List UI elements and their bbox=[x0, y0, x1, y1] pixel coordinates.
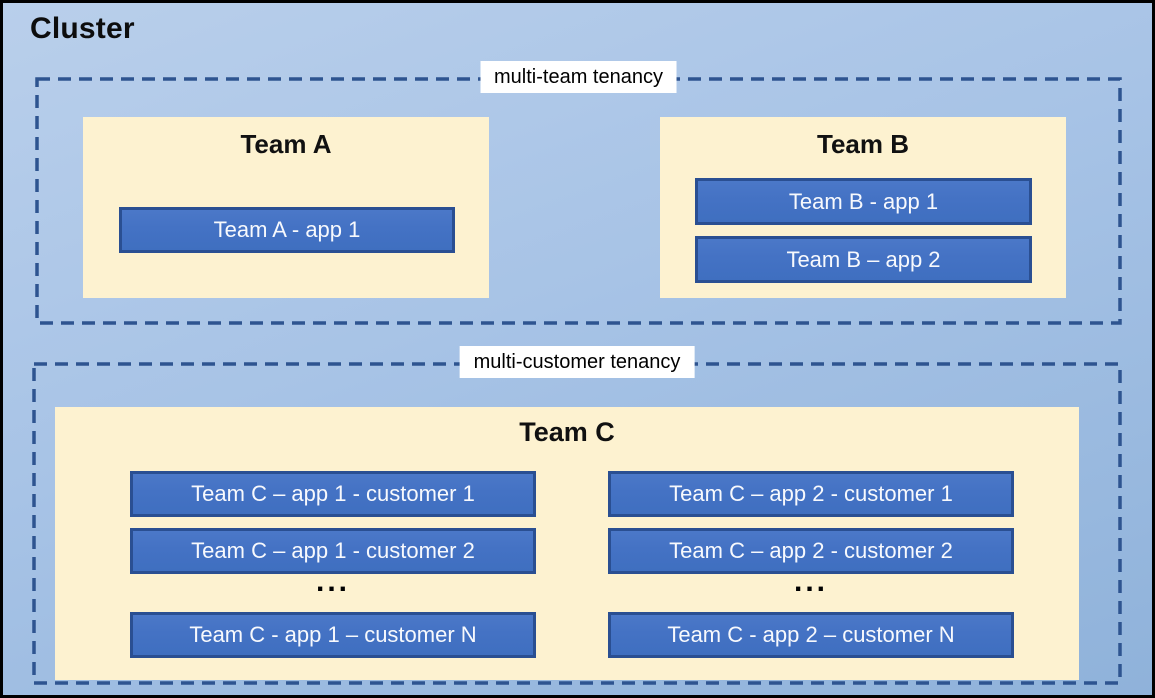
team-c-panel: Team C Team C – app 1 - customer 1 Team … bbox=[55, 407, 1079, 680]
team-c-app1-customer2-box: Team C – app 1 - customer 2 bbox=[130, 528, 536, 574]
team-c-app1-customerN-box: Team C - app 1 – customer N bbox=[130, 612, 536, 658]
team-a-title: Team A bbox=[240, 129, 332, 159]
team-c-app2-customer2-box: Team C – app 2 - customer 2 bbox=[608, 528, 1014, 574]
team-a-panel: Team A Team A - app 1 bbox=[83, 117, 489, 298]
cluster-title: Cluster bbox=[30, 12, 135, 45]
team-c-title: Team C bbox=[519, 417, 615, 447]
team-a-app-1-box: Team A - app 1 bbox=[119, 207, 455, 253]
multi-customer-tenancy-label: multi-customer tenancy bbox=[459, 346, 695, 378]
team-b-app-2-box: Team B – app 2 bbox=[695, 236, 1032, 283]
team-c-app2-customerN-box: Team C - app 2 – customer N bbox=[608, 612, 1014, 658]
multi-team-tenancy-section: multi-team tenancy Team A Team A - app 1… bbox=[35, 61, 1122, 325]
multi-customer-tenancy-section: multi-customer tenancy Team C Team C – a… bbox=[32, 346, 1122, 685]
team-c-app1-customer1-box: Team C – app 1 - customer 1 bbox=[130, 471, 536, 517]
team-c-app-2-column: Team C – app 2 - customer 1 Team C – app… bbox=[608, 471, 1014, 671]
team-b-title: Team B bbox=[817, 129, 909, 159]
team-c-app1-ellipsis: ... bbox=[315, 565, 350, 598]
team-b-app-1-box: Team B - app 1 bbox=[695, 178, 1032, 225]
team-b-panel: Team B Team B - app 1 Team B – app 2 bbox=[660, 117, 1066, 298]
multi-team-tenancy-label: multi-team tenancy bbox=[480, 61, 677, 93]
team-c-app2-customer1-box: Team C – app 2 - customer 1 bbox=[608, 471, 1014, 517]
team-c-app-1-column: Team C – app 1 - customer 1 Team C – app… bbox=[130, 471, 536, 671]
team-c-app2-ellipsis: ... bbox=[793, 565, 828, 598]
